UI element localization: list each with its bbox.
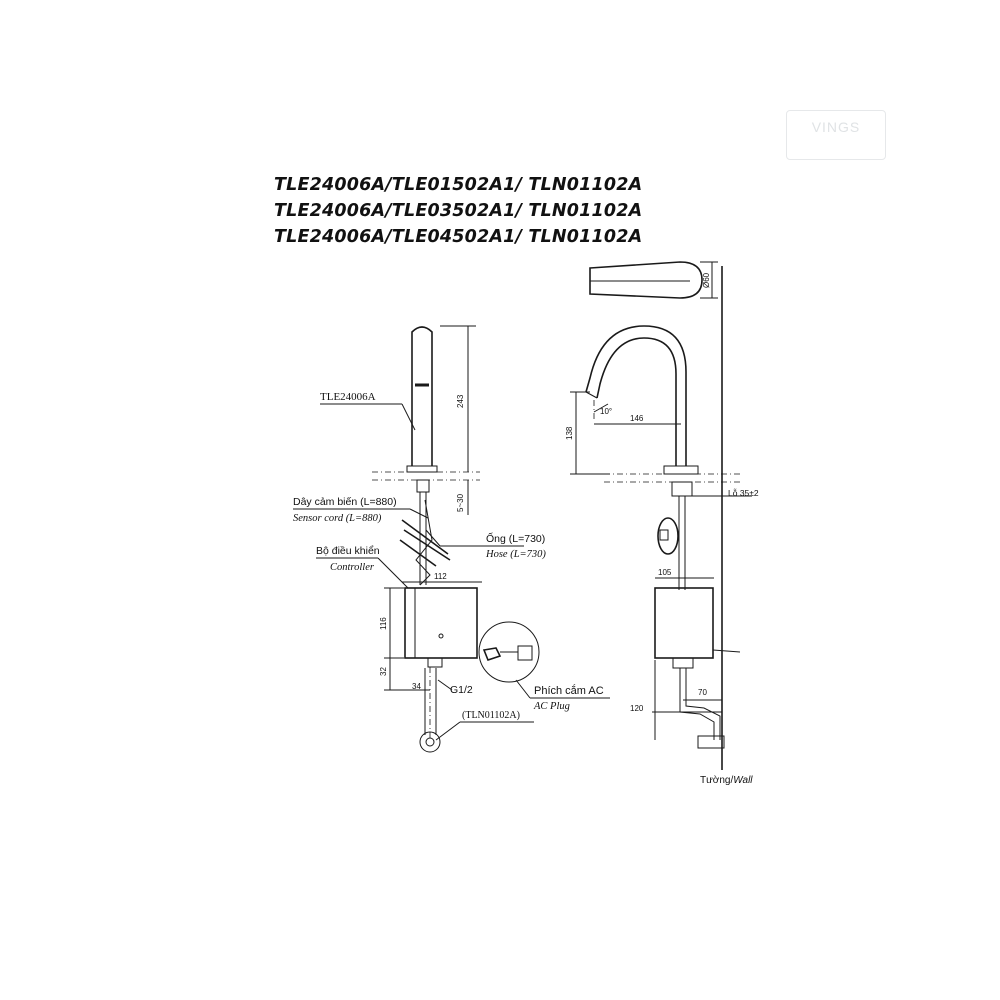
faucet-base [406, 465, 438, 473]
plug-body [482, 647, 502, 661]
side-view: Ø60 10° 138 146 Lỗ 35±2 105 [565, 261, 759, 786]
valve-circle [419, 731, 441, 753]
faucet-body-front [411, 326, 433, 466]
wall-label-vi-text: Tường/ [700, 775, 733, 786]
sensor-connector [659, 529, 669, 541]
dim-138-label: 138 [565, 426, 574, 440]
controller-outlet [427, 657, 443, 668]
wall-label-en: Wall [733, 775, 753, 786]
dim-dia-label: Ø60 [702, 272, 711, 288]
plug-cable-side [712, 646, 741, 656]
dim-105-label: 105 [658, 568, 672, 577]
leader-cord [409, 508, 429, 519]
spout-top-view [589, 261, 703, 299]
dim-32-label: 32 [379, 667, 388, 676]
thread-label: G1/2 [450, 684, 473, 696]
leader-thread [437, 679, 453, 691]
plug-cable [500, 645, 533, 661]
angle-line [593, 403, 609, 413]
leader-plug [515, 679, 531, 699]
mount-nut-side [671, 481, 693, 497]
dim-34-label: 34 [412, 682, 421, 691]
leader-model [401, 403, 416, 431]
model-title-3: TLE24006A/TLE04502A1/ TLN01102A [274, 227, 643, 247]
sensor-model-label: TLE24006A [320, 391, 376, 403]
valve-inner [425, 737, 435, 747]
controller-box-side [654, 587, 714, 659]
dim-243-label: 243 [456, 394, 465, 408]
valve-model-label: (TLN01102A) [462, 710, 520, 721]
watermark-text: VINGS [811, 119, 861, 135]
mount-nut [416, 479, 430, 493]
spout-outlet [585, 391, 598, 399]
controller-label-vi: Bộ điều khiển [316, 545, 380, 557]
wall-valve [697, 735, 725, 749]
faucet-base-side [663, 465, 699, 475]
dim-116-label: 116 [379, 617, 388, 630]
gooseneck-outer [585, 325, 687, 466]
dim-70-label: 70 [698, 688, 707, 697]
model-title-2: TLE24006A/TLE03502A1/ TLN01102A [274, 201, 643, 221]
sensor-cord [415, 499, 433, 586]
plug-label-en: AC Plug [533, 701, 570, 712]
leader-hose [425, 529, 441, 547]
dim-146-label: 146 [630, 414, 644, 423]
dim-112-label: 112 [434, 572, 447, 581]
controller-outlet-side [672, 657, 694, 669]
hole-label: Lỗ 35±2 [728, 488, 759, 498]
leader-ctrl [377, 557, 409, 589]
hose-label-vi: Ống (L=730) [486, 531, 545, 545]
plug-detail-circle [478, 621, 540, 683]
watermark-logo: VINGS [786, 110, 886, 160]
sensor-cord-label-en: Sensor cord (L=880) [293, 513, 382, 524]
model-title-1: TLE24006A/TLE01502A1/ TLN01102A [274, 175, 643, 195]
angle-label: 10° [600, 407, 612, 416]
plug-label-vi: Phích cắm AC [534, 684, 604, 697]
dim-deck-label: 5~30 [456, 493, 465, 512]
controller-indicator [438, 633, 444, 639]
supply-pipe [679, 668, 721, 740]
gooseneck-inner [596, 337, 677, 466]
wall-label-vi: Tường/Wall [700, 775, 753, 786]
dim-120-label: 120 [630, 704, 644, 713]
front-view: 243 5~30 TLE24006A Dây cảm biến (L=880) … [293, 325, 610, 753]
sensor-cord-coil [399, 519, 451, 567]
sensor-loop [657, 517, 679, 555]
controller-box-front [404, 587, 478, 659]
hose-label-en: Hose (L=730) [485, 549, 546, 560]
controller-label-en: Controller [330, 562, 375, 573]
sensor-cord-label-vi: Dây cảm biến (L=880) [293, 496, 397, 508]
leader-valve [435, 721, 461, 741]
